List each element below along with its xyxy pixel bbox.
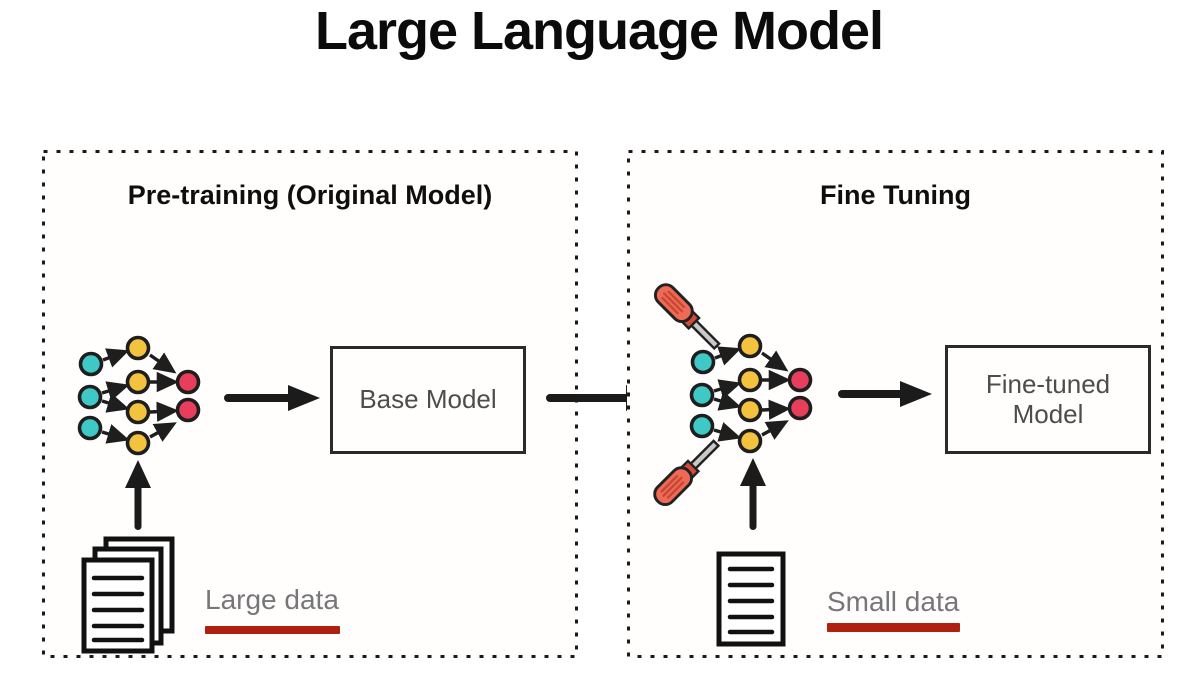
page-title: Large Language Model	[314, 1, 884, 61]
red-underline	[205, 626, 340, 634]
arrow-right-icon	[838, 381, 932, 407]
base-model-box: Base Model	[330, 346, 526, 454]
finetuning-title: Fine Tuning	[820, 180, 971, 210]
document-stack-icon	[81, 536, 175, 654]
pretraining-title: Pre-training (Original Model)	[127, 180, 493, 210]
neural-network-icon	[689, 333, 813, 454]
finetuned-model-box: Fine-tuned Model	[945, 345, 1151, 454]
large-data-label: Large data	[205, 584, 339, 615]
screwdriver-icon	[653, 439, 721, 507]
finetuned-model-label: Fine-tuned Model	[985, 368, 1111, 429]
arrow-up-icon	[125, 460, 151, 530]
arrow-up-icon	[740, 458, 766, 530]
screwdriver-icon	[653, 283, 721, 351]
base-model-label: Base Model	[359, 384, 497, 415]
neural-network-icon	[77, 335, 201, 456]
red-underline	[827, 623, 960, 632]
small-data-label: Small data	[827, 586, 960, 617]
arrow-right-icon	[224, 385, 320, 411]
document-icon	[716, 551, 786, 647]
